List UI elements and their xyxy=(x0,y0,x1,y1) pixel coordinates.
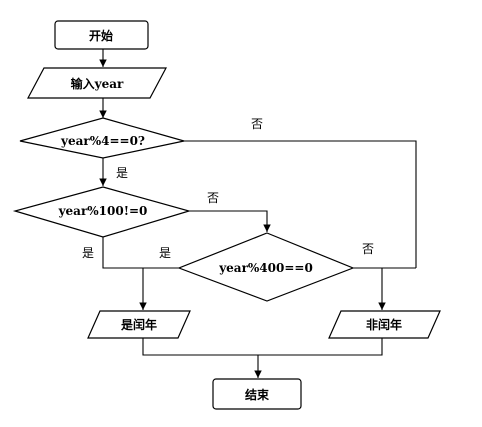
connectors xyxy=(99,49,417,378)
leap-label: 是闰年 xyxy=(120,317,157,332)
input-node: 输入year xyxy=(27,67,167,99)
connector-merge xyxy=(142,338,383,356)
leap-parallelogram xyxy=(87,310,191,339)
end-box xyxy=(212,378,302,410)
edge-label-mod400-yes: 是 xyxy=(159,246,171,260)
decision-mod400-diamond xyxy=(177,232,355,302)
end-node: 结束 xyxy=(212,378,302,410)
start-label: 开始 xyxy=(89,28,113,43)
end-label: 结束 xyxy=(245,387,270,402)
decision-mod100: year%100!=0 xyxy=(12,186,192,238)
edge-label-mod4-no: 否 xyxy=(251,117,263,131)
input-label: 输入year xyxy=(71,76,124,91)
connector-mod100-no xyxy=(189,210,271,232)
edge-label-mod4-yes: 是 xyxy=(116,166,128,180)
leap-node: 是闰年 xyxy=(87,310,191,339)
decision-mod4: year%4==0? xyxy=(19,117,185,159)
decision-mod4-label: year%4==0? xyxy=(60,134,145,148)
not-leap-node: 非闰年 xyxy=(328,310,441,339)
edge-labels: 否 是 否 是 是 否 xyxy=(82,117,374,260)
decision-mod100-diamond xyxy=(12,186,192,238)
edge-label-mod400-no: 否 xyxy=(362,242,374,256)
input-parallelogram xyxy=(27,67,167,99)
decision-mod100-label: year%100!=0 xyxy=(58,204,148,218)
start-box xyxy=(54,20,149,50)
edge-label-mod100-no: 否 xyxy=(207,191,219,205)
connector-mod4-no xyxy=(184,140,417,268)
not-leap-parallelogram xyxy=(328,310,441,339)
edge-label-mod100-yes: 是 xyxy=(82,246,94,260)
decision-mod4-diamond xyxy=(19,117,185,159)
connector-mod100-yes xyxy=(102,237,179,269)
not-leap-label: 非闰年 xyxy=(366,317,402,332)
decision-mod400-label: year%400==0 xyxy=(218,261,313,275)
decision-mod400: year%400==0 xyxy=(177,232,355,302)
start-node: 开始 xyxy=(54,20,149,50)
